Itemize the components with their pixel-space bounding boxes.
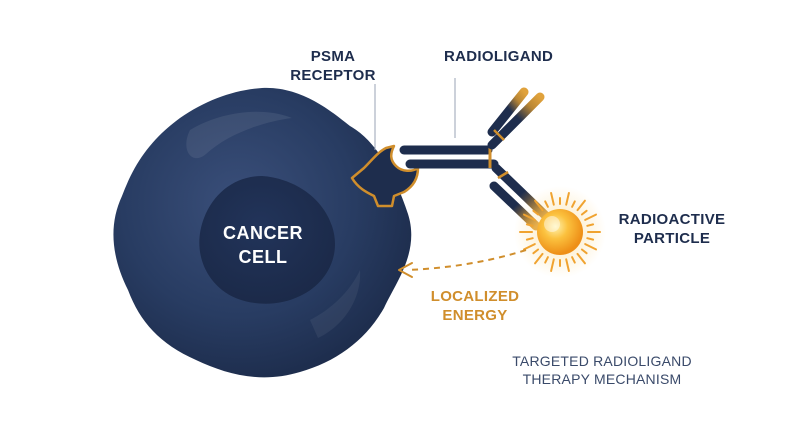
nucleus-icon <box>199 176 336 304</box>
cancer-cell-line-1: CANCER <box>222 223 303 243</box>
localized-energy-label: LOCALIZED ENERGY <box>420 287 530 325</box>
cell-highlight-2 <box>310 270 361 338</box>
sun-ray <box>586 237 595 241</box>
particle-highlight <box>544 216 560 232</box>
psma-receptor-line-2: RECEPTOR <box>290 67 376 84</box>
upper-hinge-mark <box>493 129 505 141</box>
sun-ray <box>571 256 576 264</box>
sun-ray <box>586 223 595 227</box>
sun-ray <box>580 209 588 216</box>
psma-receptor <box>350 144 420 208</box>
sun-ray <box>565 192 570 206</box>
sun-ray <box>550 192 555 206</box>
localized-energy-line-2: ENERGY <box>442 307 508 324</box>
cancer-cell-line-2: CELL <box>238 247 288 267</box>
sun-ray <box>534 199 544 212</box>
psma-receptor-line-1: PSMA <box>310 48 356 65</box>
psma-receptor-label: PSMA RECEPTOR <box>288 47 378 85</box>
radioactive-particle <box>514 186 606 278</box>
sun-ray <box>544 256 549 264</box>
sun-ray <box>584 213 597 221</box>
sun-ray <box>584 243 597 251</box>
sun-ray <box>580 248 588 255</box>
radioactive-particle-line-1: RADIOACTIVE <box>618 211 726 228</box>
psma-receptor-icon <box>350 144 420 208</box>
radioactive-particle-line-2: PARTICLE <box>633 230 711 247</box>
radioligand <box>399 87 553 231</box>
sun-ray <box>523 243 536 251</box>
sun-ray <box>532 248 540 255</box>
caption-line-1: TARGETED RADIOLIGAND <box>512 353 692 369</box>
sun-ray <box>544 200 549 208</box>
sun-ray <box>532 209 540 216</box>
sun-ray <box>550 258 555 272</box>
sun-ray <box>565 258 570 272</box>
sun-rays <box>519 192 601 272</box>
sun-ray <box>534 252 544 265</box>
energy-arrow <box>398 249 527 278</box>
radioligand-label: RADIOLIGAND <box>444 48 554 65</box>
radioactive-particle-label: RADIOACTIVE PARTICLE <box>612 210 732 248</box>
cell-highlight <box>186 111 292 159</box>
sun-ray <box>576 199 586 212</box>
lower-hinge-mark <box>497 170 509 180</box>
diagram-caption: TARGETED RADIOLIGAND THERAPY MECHANISM <box>502 352 702 388</box>
sun-ray <box>525 237 534 241</box>
localized-energy-line-1: LOCALIZED <box>430 288 520 305</box>
upper-arm-inner <box>487 87 529 137</box>
sun-ray <box>576 252 586 265</box>
cancer-cell <box>113 87 412 378</box>
dashed-arrow-icon <box>407 249 527 271</box>
sun-ray <box>525 223 534 227</box>
cancer-cell-label: CANCER CELL <box>203 221 323 269</box>
sun-ray <box>571 200 576 208</box>
sun-ray <box>523 213 536 221</box>
arrow-head-icon <box>398 262 413 278</box>
caption-line-2: THERAPY MECHANISM <box>522 371 682 387</box>
radioactive-sun-icon <box>537 209 583 255</box>
